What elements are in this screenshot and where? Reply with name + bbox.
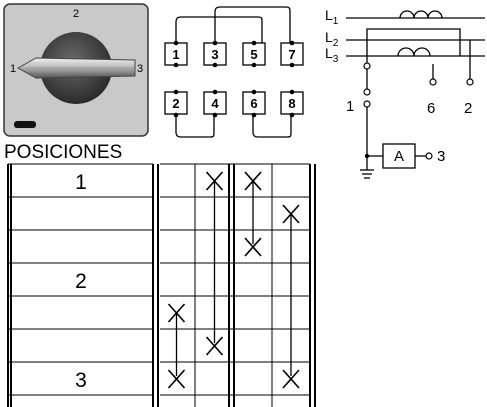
switch-lock-icon: [14, 121, 36, 128]
circuit-diagram: [346, 10, 485, 179]
terminal-top-dot: [289, 40, 295, 46]
terminal-bottom-dot: [251, 112, 257, 118]
ct-coil-top: [399, 10, 443, 19]
ground-junction: [364, 153, 370, 159]
positions-caption: POSICIONES: [4, 142, 122, 163]
contact-cross-mark: [282, 204, 300, 224]
switch-position-left: 1: [10, 63, 16, 75]
contact-table: 1 2 3: [7, 163, 316, 407]
terminal-top-dot: [251, 62, 257, 68]
line-label-l1: L1: [325, 7, 339, 27]
terminal-bottom-dot: [289, 112, 295, 118]
terminal-2-top: [466, 78, 474, 86]
switch-position-top: 2: [73, 8, 79, 20]
meter-out-label: 3: [437, 148, 445, 165]
terminal-bottom-dot: [173, 89, 179, 95]
terminal-bottom-dot: [212, 112, 218, 118]
node-label-6: 6: [427, 100, 435, 117]
terminal-bottom-label-6: 6: [250, 96, 257, 111]
bottom-bridge-left: [175, 116, 215, 138]
terminal-1-bottom: [363, 100, 371, 108]
selector-switch: 2 1 3: [3, 3, 149, 137]
terminal-bottom-dot: [173, 112, 179, 118]
terminal-bottom-dot: [289, 89, 295, 95]
terminal-top-dot: [173, 40, 179, 46]
terminal-bottom-dot: [212, 89, 218, 95]
ammeter-box: [382, 143, 416, 169]
contact-cross-mark: [167, 369, 186, 389]
ct-secondary: [366, 28, 461, 66]
position-label-1: 1: [75, 171, 87, 194]
terminal-block: [175, 6, 292, 138]
terminal-top-label-3: 3: [211, 47, 218, 62]
terminal-6-top: [429, 78, 437, 86]
top-bridge-outer: [175, 16, 263, 43]
meter-out-node: [425, 152, 433, 160]
terminal-bottom-label-4: 4: [211, 96, 219, 111]
terminal-top-label-5: 5: [250, 47, 257, 62]
position-label-2: 2: [75, 270, 87, 293]
terminal-1-top: [363, 88, 371, 96]
terminal-bottom-label-8: 8: [288, 96, 295, 111]
terminal-top-label-1: 1: [172, 47, 179, 62]
terminal-bottom-dot: [251, 89, 257, 95]
terminal-top-label-7: 7: [288, 47, 295, 62]
line-label-l3: L3: [325, 45, 339, 65]
ct-coil-bottom: [397, 47, 431, 57]
terminal-top-dot: [212, 62, 218, 68]
contact-cross-mark: [282, 369, 300, 389]
bottom-bridge-right: [252, 116, 292, 138]
line-label-l2: L2: [325, 29, 339, 49]
contact-cross-mark: [244, 237, 262, 257]
contact-cross-mark: [167, 303, 186, 323]
terminal-top-dot: [173, 62, 179, 68]
ammeter-label: A: [394, 148, 404, 165]
terminal-top-dot: [289, 62, 295, 68]
switch-position-right: 3: [137, 63, 143, 75]
contact-cross-mark: [205, 171, 224, 191]
terminal-top-dot: [251, 40, 257, 46]
top-bridge-inner: [214, 6, 291, 43]
contact-cross-mark: [205, 336, 224, 356]
terminal-bottom-label-2: 2: [172, 96, 179, 111]
position-label-3: 3: [75, 369, 87, 392]
node-label-1: 1: [346, 98, 354, 115]
node-l3-start: [363, 62, 371, 70]
node-label-2: 2: [464, 100, 472, 117]
contact-cross-mark: [244, 171, 262, 191]
terminal-top-dot: [212, 40, 218, 46]
